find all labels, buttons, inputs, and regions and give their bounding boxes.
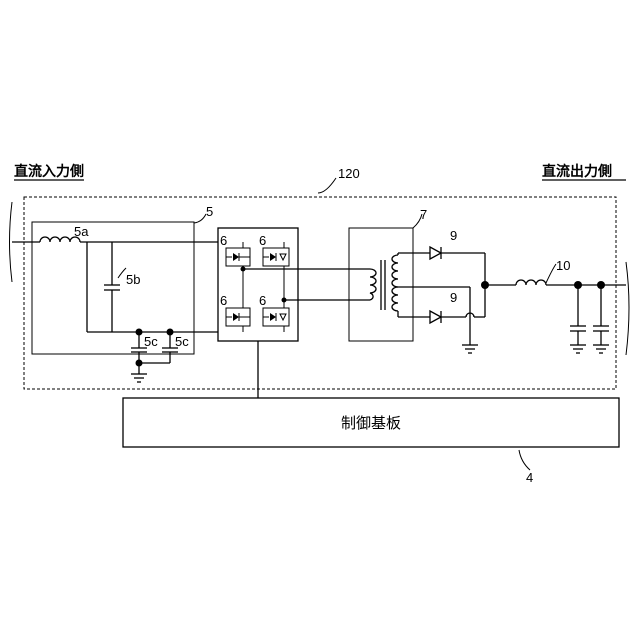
converter-leader [318,178,336,193]
ground-symbol [462,345,478,353]
inductor-10-label: 10 [556,258,570,273]
transformer-secondary-coil-top [392,255,398,287]
output-capacitor-1 [570,285,586,353]
control-board-ref-label: 4 [526,470,533,485]
input-terminal-bracket [10,202,13,282]
switch-cell-tl [226,248,250,266]
switch-cell-br [263,308,289,326]
converter-boundary [24,197,616,389]
capacitor-5c-label-1: 5c [144,334,158,349]
diode-bottom [430,311,441,323]
filter-leader [194,214,206,223]
transformer-secondary-coil-bottom [392,287,398,311]
switch-label-br: 6 [259,293,266,308]
diode-top-label: 9 [450,228,457,243]
switch-cell-bl [226,308,250,326]
switch-label-tl: 6 [220,233,227,248]
filter-label: 5 [206,204,213,219]
switch-label-bl: 6 [220,293,227,308]
diode-bottom-label: 9 [450,290,457,305]
transformer-label: 7 [420,207,427,222]
capacitor-5c-label-2: 5c [175,334,189,349]
inverter-box [218,228,298,341]
capacitor-5b-label: 5b [126,272,140,287]
converter-label: 120 [338,166,360,181]
control-board-label: 制御基板 [341,414,401,432]
switch-label-tr: 6 [259,233,266,248]
diode-top [430,247,441,259]
switch-cell-tr [263,248,289,266]
input-side-label: 直流入力側 [14,163,84,180]
inductor-5a-label: 5a [74,224,89,239]
output-terminal-bracket [626,262,629,355]
transformer-primary-coil [370,269,376,300]
ground-symbol [131,363,147,382]
output-side-label: 直流出力側 [542,163,612,180]
inductor-10 [516,280,546,285]
output-capacitor-2 [593,285,609,353]
